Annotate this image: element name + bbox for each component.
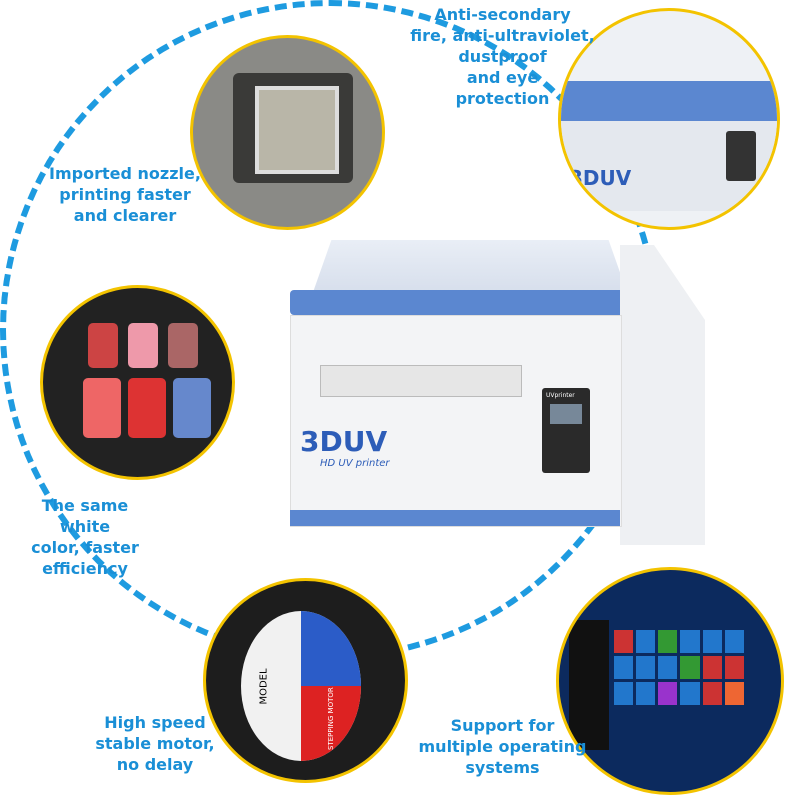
phone-cases-photo bbox=[40, 285, 235, 480]
motor-photo: MODEL STEPPING MOTOR bbox=[203, 578, 408, 783]
nozzle-photo bbox=[190, 35, 385, 230]
printer-logo: 3DUV bbox=[300, 425, 388, 458]
cover-photo: 3DUV bbox=[558, 8, 780, 230]
control-panel-label: UVprinter bbox=[546, 392, 575, 399]
printer-tagline: HD UV printer bbox=[320, 458, 390, 469]
os-screen-photo bbox=[556, 567, 784, 795]
motor-type-label: STEPPING MOTOR bbox=[327, 687, 335, 750]
motor-model-label: MODEL bbox=[258, 668, 270, 705]
uv-printer: UVprinter 3DUV HD UV printer bbox=[290, 240, 710, 550]
printer-logo-small: 3DUV bbox=[569, 166, 632, 190]
